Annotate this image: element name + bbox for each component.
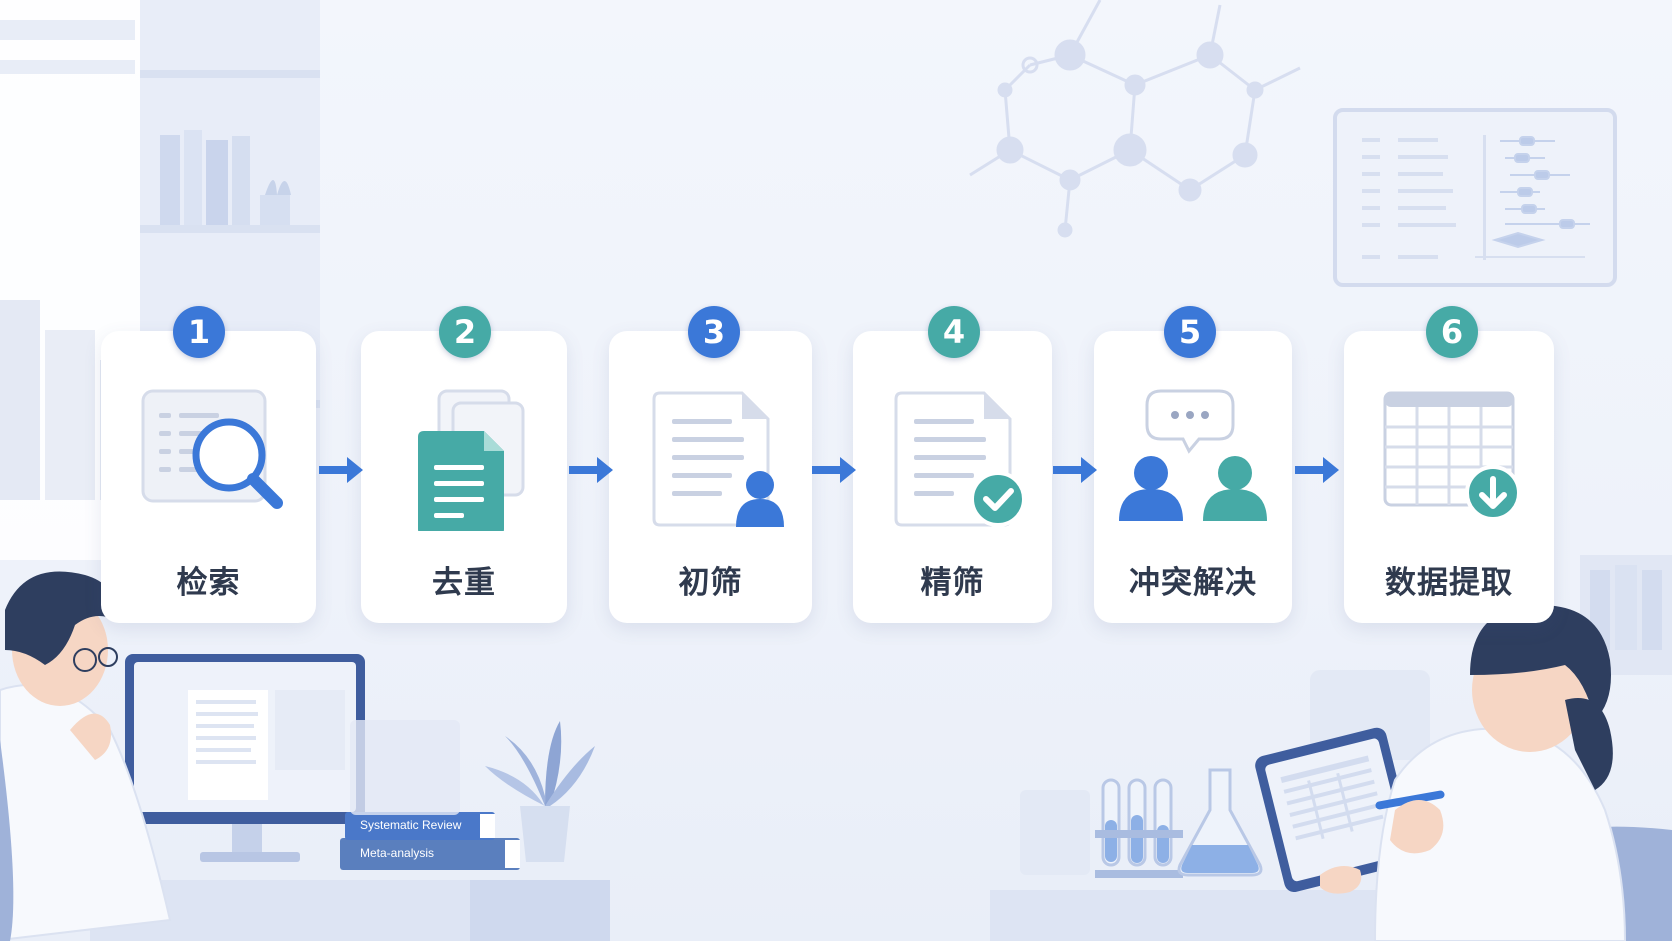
step-card-3: 初筛 [609,331,812,623]
step-number-badge-1: 1 [173,306,225,358]
arrow-right-icon [319,457,363,483]
step-card-1: 检索 [101,331,316,623]
book-meta-analysis: Meta-analysis [360,846,435,860]
book-systematic-review: Systematic Review [360,818,462,832]
document-user-icon [609,381,812,531]
step-label-4: 精筛 [920,565,985,601]
step-number-badge-6: 6 [1426,306,1478,358]
arrow-right-icon [569,457,613,483]
step-label-5: 冲突解决 [1129,565,1257,601]
step-card-2: 去重 [361,331,567,623]
table-download-icon [1344,381,1554,531]
duplicate-documents-icon [361,381,567,531]
step-number-badge-2: 2 [439,306,491,358]
step-card-6: 数据提取 [1344,331,1554,623]
step-label-1: 检索 [176,565,241,601]
two-people-discussion-icon [1094,381,1292,531]
step-card-4: 精筛 [853,331,1052,623]
step-label-2: 去重 [432,565,496,601]
arrow-right-icon [812,457,856,483]
step-number-badge-3: 3 [688,306,740,358]
step-number-badge-4: 4 [928,306,980,358]
document-check-icon [853,381,1052,531]
arrow-right-icon [1295,457,1339,483]
step-label-3: 初筛 [678,565,743,601]
step-card-5: 冲突解决 [1094,331,1292,623]
step-label-6: 数据提取 [1385,565,1513,601]
step-number-badge-5: 5 [1164,306,1216,358]
arrow-right-icon [1053,457,1097,483]
document-search-icon [101,381,316,531]
